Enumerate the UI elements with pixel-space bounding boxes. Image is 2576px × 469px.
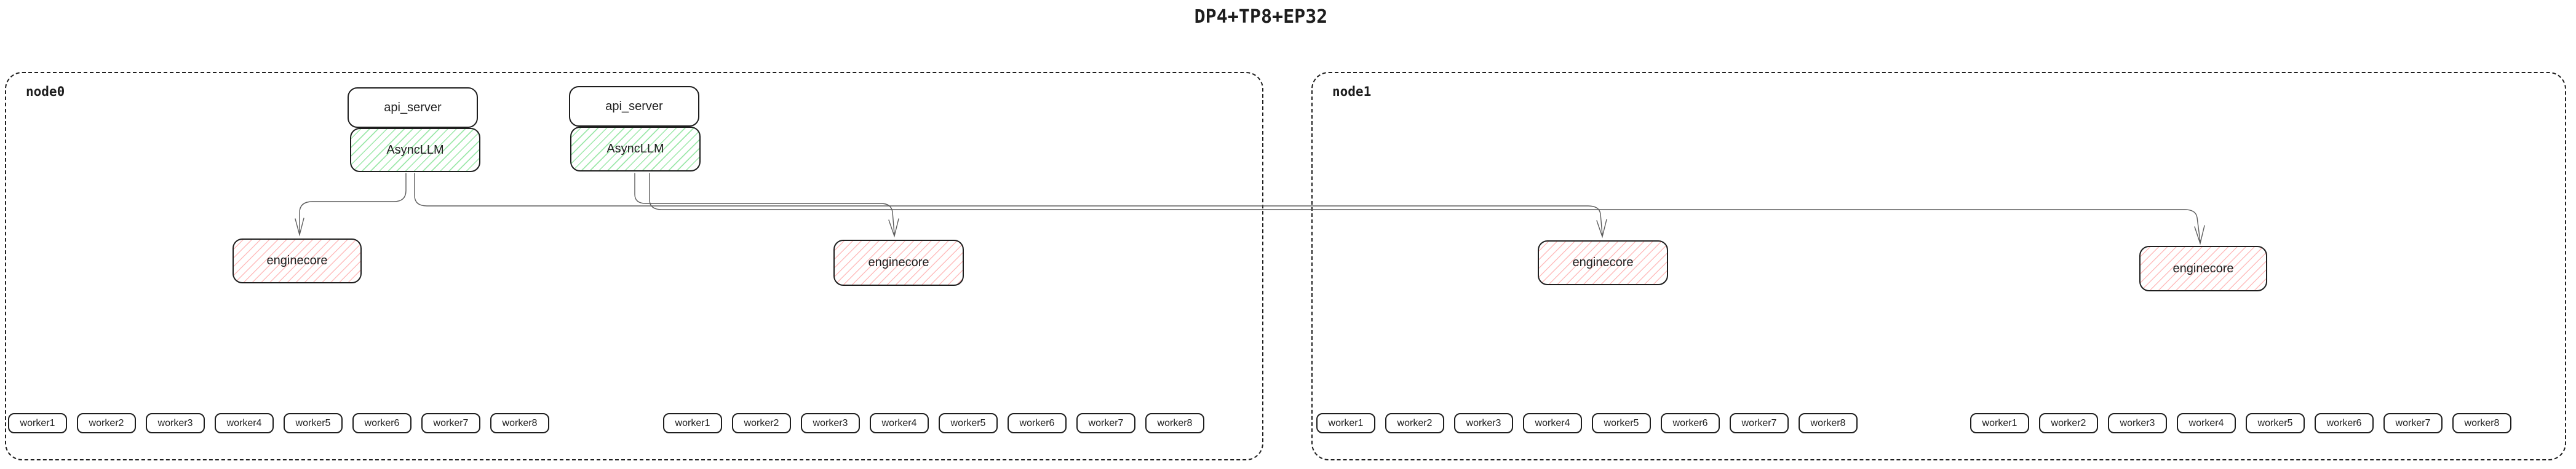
worker-box: worker3 xyxy=(2108,413,2167,433)
worker-box: worker2 xyxy=(732,413,791,433)
worker-box: worker5 xyxy=(2246,413,2305,433)
worker-box: worker4 xyxy=(870,413,929,433)
enginecore-box-4: enginecore xyxy=(2139,246,2267,291)
worker-box: worker6 xyxy=(2315,413,2374,433)
worker-box: worker8 xyxy=(490,413,549,433)
worker-box: worker6 xyxy=(1661,413,1720,433)
worker-box: worker7 xyxy=(1076,413,1135,433)
worker-box: worker1 xyxy=(8,413,67,433)
worker-box: worker5 xyxy=(1592,413,1651,433)
node1-label: node1 xyxy=(1332,84,1372,99)
worker-group-node1-a: worker1 worker2 worker3 worker4 worker5 worke… xyxy=(1316,413,1858,433)
worker-box: worker1 xyxy=(663,413,722,433)
node1-container: node1 xyxy=(1311,72,2566,460)
worker-box: worker5 xyxy=(284,413,343,433)
diagram-title: DP4+TP8+EP32 xyxy=(1194,6,1328,28)
worker-box: worker3 xyxy=(801,413,860,433)
worker-box: worker7 xyxy=(1730,413,1789,433)
worker-box: worker2 xyxy=(1385,413,1444,433)
worker-group-node0-b: worker1 worker2 worker3 worker4 worker5 worke… xyxy=(663,413,1204,433)
worker-box: worker4 xyxy=(2177,413,2236,433)
worker-box: worker8 xyxy=(2452,413,2511,433)
worker-box: worker2 xyxy=(77,413,136,433)
worker-box: worker6 xyxy=(352,413,411,433)
worker-box: worker8 xyxy=(1799,413,1858,433)
worker-box: worker7 xyxy=(421,413,480,433)
worker-box: worker5 xyxy=(939,413,998,433)
worker-box: worker7 xyxy=(2383,413,2443,433)
worker-box: worker4 xyxy=(215,413,274,433)
worker-group-node1-b: worker1 worker2 worker3 worker4 worker5 worke… xyxy=(1970,413,2511,433)
enginecore-box-2: enginecore xyxy=(833,240,964,286)
worker-group-node0-a: worker1 worker2 worker3 worker4 worker5 worke… xyxy=(8,413,549,433)
worker-box: worker3 xyxy=(1454,413,1513,433)
worker-box: worker6 xyxy=(1008,413,1067,433)
worker-box: worker1 xyxy=(1970,413,2029,433)
asyncllm-box-2: AsyncLLM xyxy=(570,127,701,171)
worker-box: worker3 xyxy=(146,413,205,433)
enginecore-box-3: enginecore xyxy=(1538,240,1668,285)
api-server-box-2: api_server xyxy=(569,86,699,127)
worker-box: worker4 xyxy=(1523,413,1582,433)
asyncllm-box-1: AsyncLLM xyxy=(350,128,480,172)
worker-box: worker8 xyxy=(1145,413,1204,433)
node0-container: node0 xyxy=(5,72,1263,460)
worker-box: worker2 xyxy=(2039,413,2098,433)
worker-box: worker1 xyxy=(1316,413,1375,433)
node0-label: node0 xyxy=(26,84,65,99)
enginecore-box-1: enginecore xyxy=(233,238,362,283)
api-server-box-1: api_server xyxy=(348,87,478,128)
